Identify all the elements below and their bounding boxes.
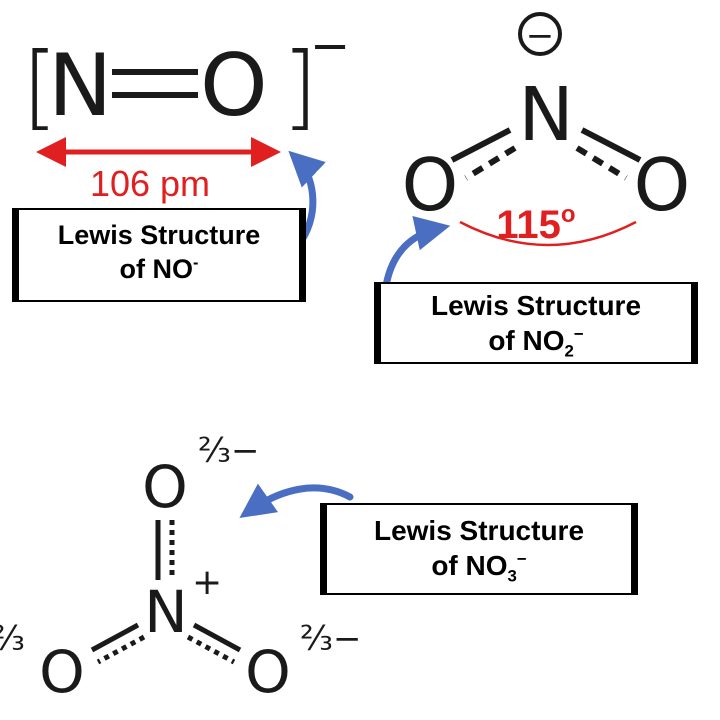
label-box-no: Lewis Structure of NO- [12, 208, 306, 302]
bond-left-solid [450, 127, 512, 163]
partial-charge-left: ⅔ [0, 619, 25, 659]
right-bracket: ] [282, 33, 318, 140]
bond-length-label: 106 pm [90, 163, 210, 204]
oxygen-right-atom: O [245, 638, 291, 706]
charge-circle [518, 12, 562, 56]
oxygen-top-atom: O [142, 453, 188, 521]
no2-minus-structure: − N O O 115o [382, 12, 691, 290]
charge-label: − [526, 16, 555, 56]
oxygen-right-atom: O [634, 143, 691, 227]
label-formula: of NO2− [488, 324, 584, 361]
bond-right-dotted [186, 634, 236, 665]
bond-right-solid [580, 127, 642, 163]
left-bracket: [ [22, 33, 58, 140]
label-title: Lewis Structure [57, 220, 261, 250]
label-box-no2: Lewis Structure of NO2− [374, 282, 698, 364]
bond-right-dashed [575, 145, 628, 181]
bond-left-solid [90, 622, 140, 653]
pointer-arrow-no [288, 150, 326, 244]
bond-angle-arc [459, 220, 637, 247]
partial-charge-right: ⅔− [300, 619, 361, 659]
partial-charge-top: ⅔− [198, 431, 259, 471]
label-formula: of NO3− [431, 549, 527, 586]
nitrogen-atom: N [144, 578, 187, 646]
pointer-arrow-no2 [382, 216, 451, 290]
oxygen-left-atom: O [402, 143, 459, 227]
nitrogen-atom: N [518, 72, 573, 158]
no3-minus-structure: O ⅔− N + O O ⅔ ⅔− [0, 431, 361, 706]
no-minus-structure: [ N O ] − 106 pm [22, 18, 350, 244]
charge-label: − [310, 18, 350, 74]
oxygen-atom: O [200, 36, 268, 136]
bond-right-solid [192, 622, 242, 653]
bond-left-dotted [96, 634, 146, 665]
oxygen-left-atom: O [39, 638, 85, 706]
center-charge: + [192, 562, 222, 603]
bond-angle-label: 115o [496, 201, 575, 247]
label-title: Lewis Structure [373, 515, 585, 546]
label-formula: of NO- [119, 253, 199, 284]
label-title: Lewis Structure [430, 290, 642, 321]
label-box-no3: Lewis Structure of NO3− [320, 503, 638, 595]
pointer-arrow-no3 [239, 483, 354, 519]
bond-left-dashed [464, 145, 517, 181]
nitrogen-atom: N [48, 36, 112, 136]
